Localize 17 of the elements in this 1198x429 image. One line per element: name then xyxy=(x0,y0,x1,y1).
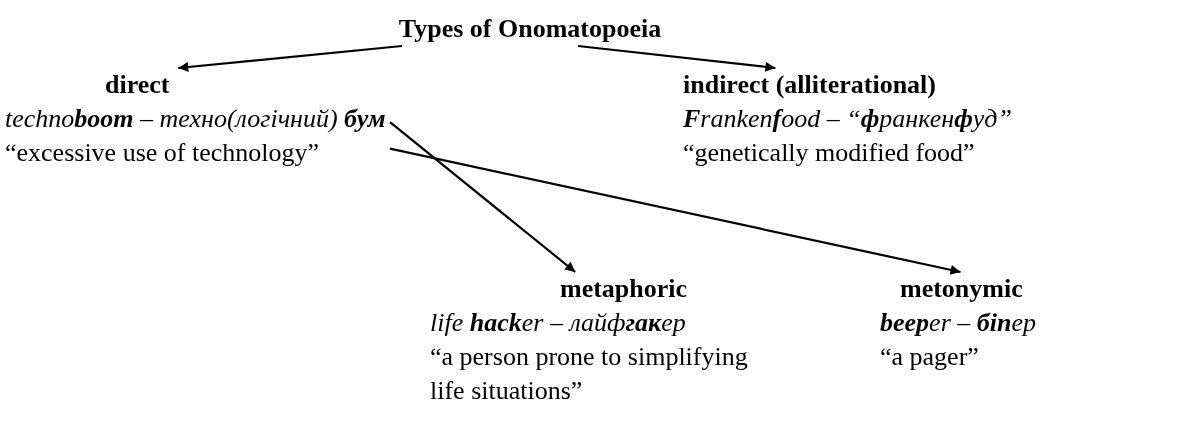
type-heading: metonymic xyxy=(899,273,1024,305)
example-text: life hacker – лайфгакер xyxy=(430,307,687,339)
example-text: technoboom – техно(логічний) бум xyxy=(5,103,387,135)
gloss-text: “excessive use of technology” xyxy=(5,137,321,169)
heading-label: Types of Onomatopoeia xyxy=(397,13,663,45)
type-heading: direct xyxy=(104,69,171,101)
gloss-text: “a pager” xyxy=(880,341,980,373)
type-heading: indirect (alliterational) xyxy=(683,69,937,101)
gloss-text: “a person prone to simplifying life situations” xyxy=(430,341,749,407)
gloss-text: “genetically modified food” xyxy=(683,137,976,169)
arrow xyxy=(389,121,576,273)
example-text: beeper – біпер xyxy=(880,307,1037,339)
arrow xyxy=(178,44,403,72)
arrow xyxy=(577,44,776,72)
arrow xyxy=(389,147,961,275)
type-heading: metaphoric xyxy=(559,273,689,305)
example-text: Frankenfood – “франкенфуд” xyxy=(683,103,1013,135)
